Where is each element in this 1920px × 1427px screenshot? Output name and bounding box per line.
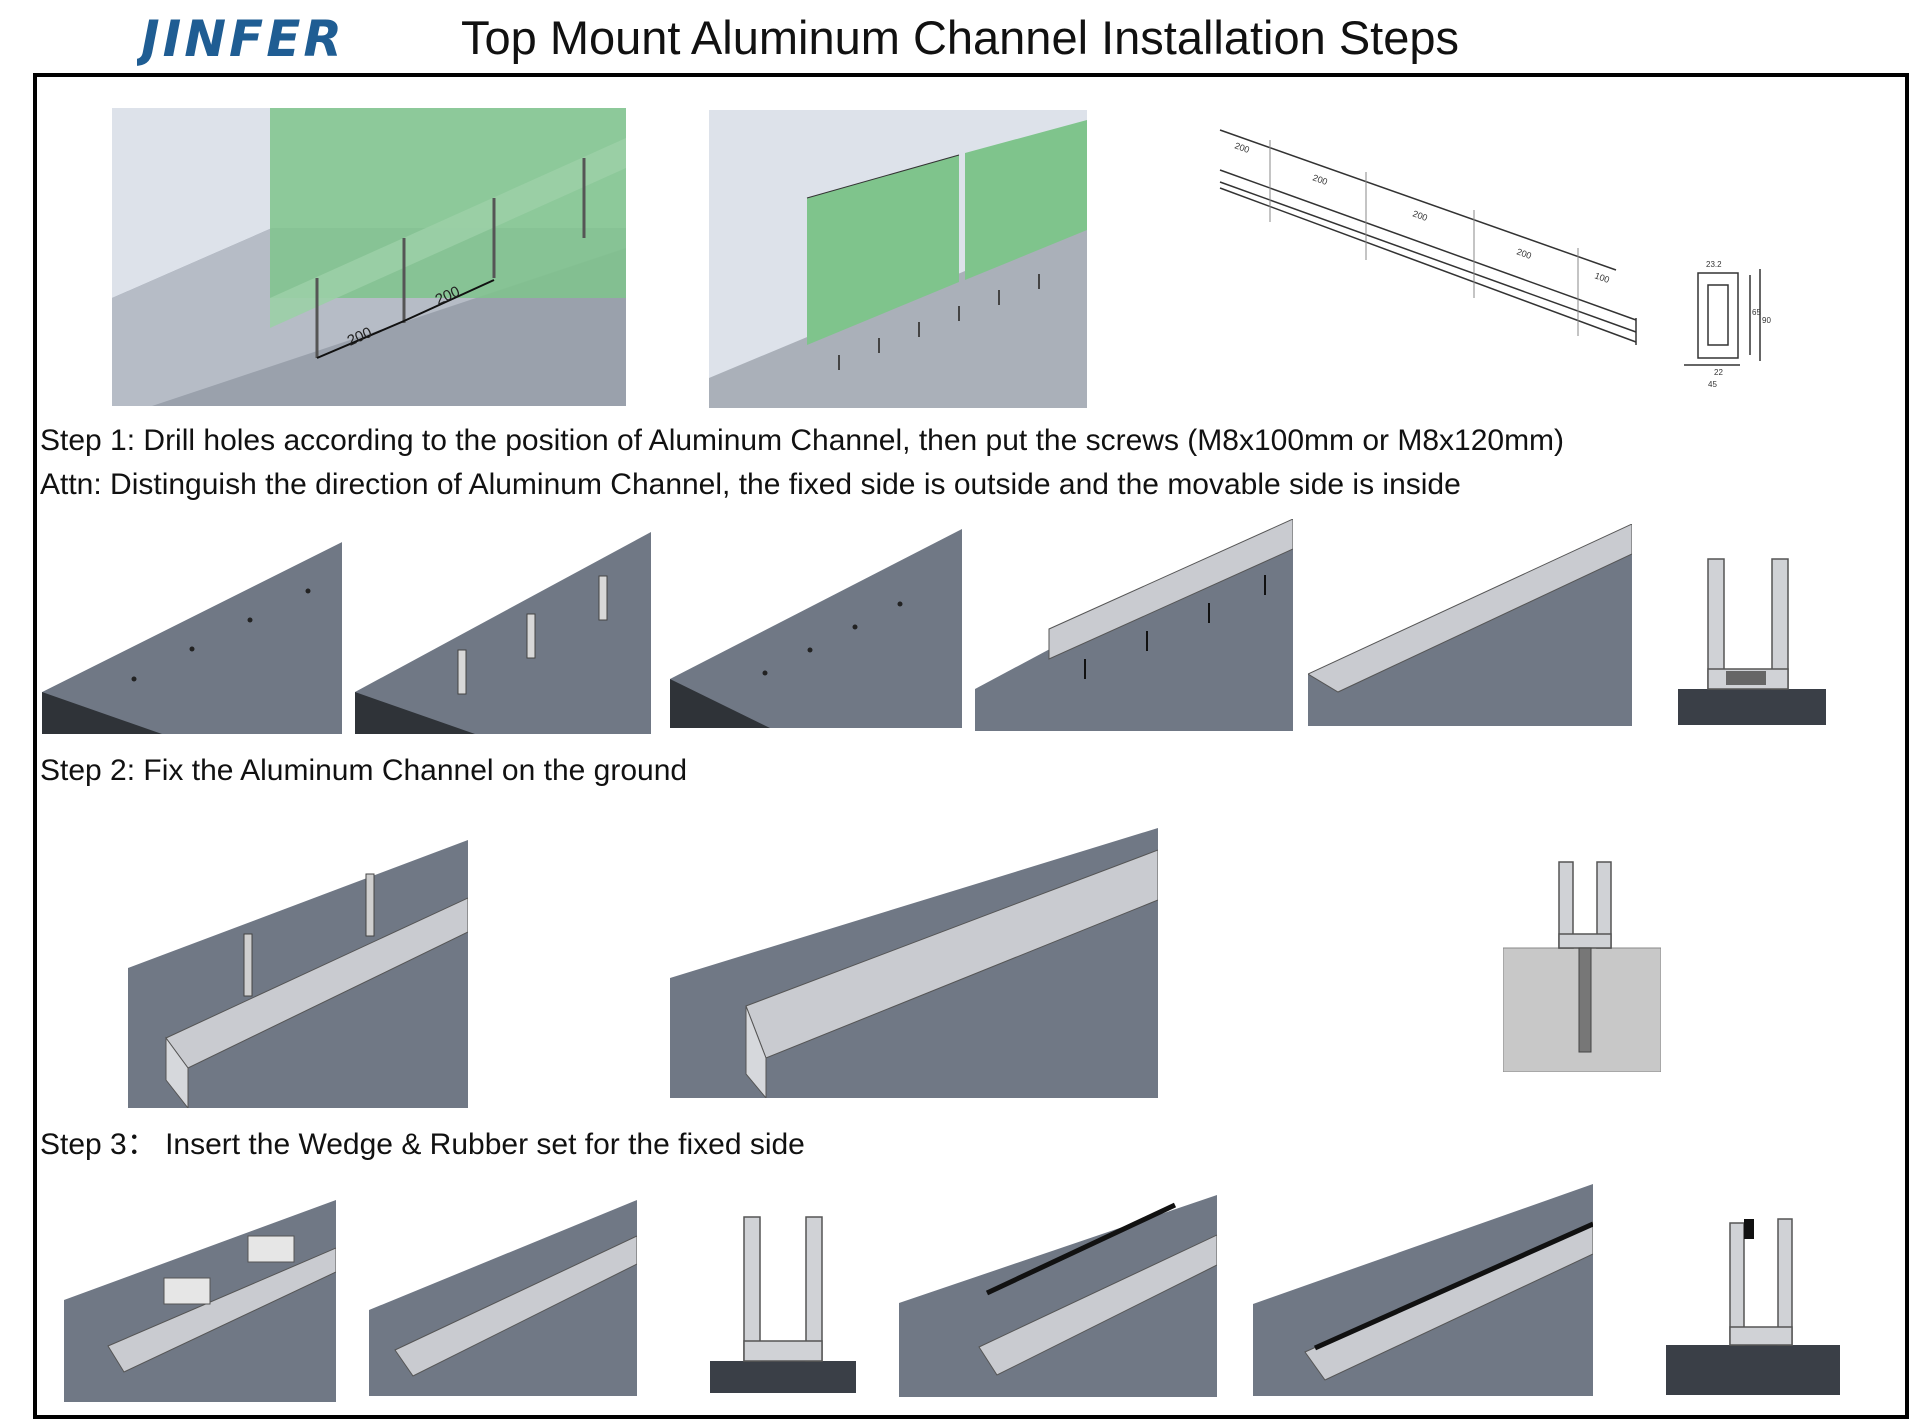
svg-text:90: 90 [1762,316,1771,325]
svg-text:200: 200 [1311,172,1329,187]
figure-channel-section-in-concrete [1503,860,1661,1072]
figure-wedge-insertion [64,1200,336,1402]
svg-text:23.2: 23.2 [1706,260,1722,269]
figure-screws-drilled [670,529,962,728]
figure-channel-fixed [670,828,1158,1098]
figure-channel-section-on-floor [1678,557,1826,725]
figure-floor-holes [42,542,342,734]
figure-channel-over-screws [975,519,1293,731]
svg-text:200: 200 [1411,208,1429,223]
figure-channel-placed [1308,524,1632,726]
figure-rubber-insertion [899,1195,1217,1397]
svg-text:JINFER: JINFER [137,10,345,68]
figure-glass-screws-spacing: 200 200 [112,108,626,406]
figure-wedge-section [710,1215,856,1393]
figure-fix-channel-screws [128,840,468,1108]
figure-screws-inserted [355,532,651,734]
svg-text:200: 200 [1515,246,1533,261]
figure-channel-profile-dimensions: 23.2 65 90 22 45 [1678,255,1788,390]
jinfer-logo: JINFER [137,10,377,70]
svg-text:200: 200 [1233,140,1251,155]
step2-caption: Step 2: Fix the Aluminum Channel on the … [40,754,688,787]
svg-text:100: 100 [1593,270,1611,285]
figure-glass-panels [709,110,1087,408]
svg-text:45: 45 [1708,380,1717,389]
svg-text:22: 22 [1714,368,1723,377]
svg-text:65: 65 [1752,308,1761,317]
figure-rubber-section [1666,1215,1840,1395]
figure-rubber-set-in-channel [1253,1184,1593,1396]
content-frame [33,73,1909,1419]
page-title: Top Mount Aluminum Channel Installation … [461,11,1460,64]
figure-channel-dimension-drawing: 200 200 200 200 100 [1216,120,1646,360]
step1-caption: Step 1: Drill holes according to the pos… [40,424,1565,457]
figure-wedge-set-in-channel [369,1200,637,1396]
step3-caption: Step 3： Insert the Wedge & Rubber set fo… [40,1128,805,1161]
attn-caption: Attn: Distinguish the direction of Alumi… [40,468,1461,501]
